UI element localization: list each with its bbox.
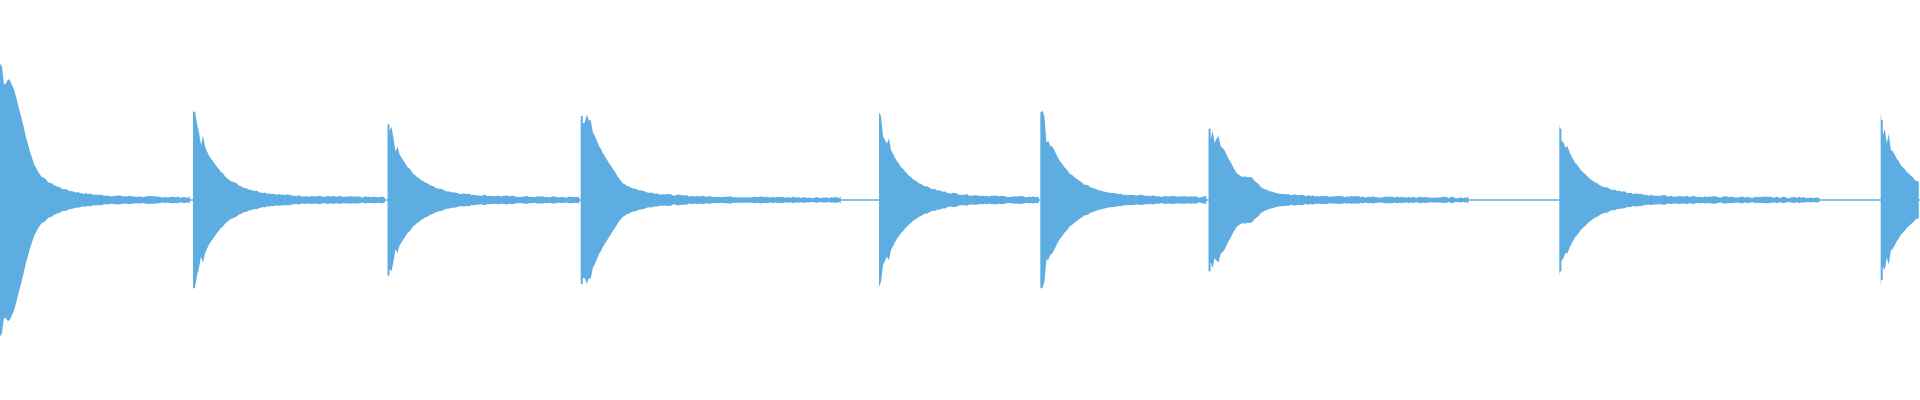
waveform-hit bbox=[1208, 130, 1469, 270]
waveform-hit bbox=[879, 112, 1039, 287]
waveform-hit bbox=[0, 63, 190, 337]
waveform-hit bbox=[193, 111, 385, 288]
waveform-hit bbox=[387, 126, 580, 275]
waveform-hit bbox=[1880, 112, 1919, 286]
waveform-hit bbox=[580, 114, 841, 284]
waveform-hit bbox=[1559, 123, 1820, 276]
waveform-hit bbox=[1040, 110, 1207, 288]
waveform-hits bbox=[0, 63, 1919, 337]
